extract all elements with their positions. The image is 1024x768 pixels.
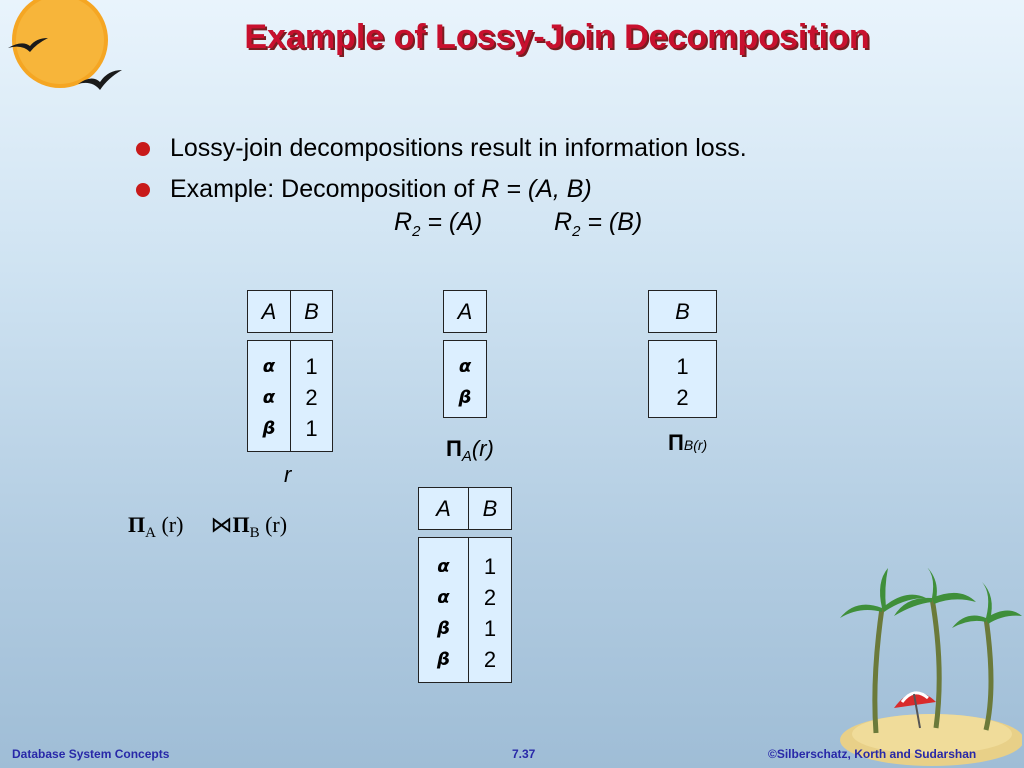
schema-r2a-name: R — [394, 208, 413, 236]
pi-subscript: A — [461, 448, 472, 465]
table-cell: α — [458, 356, 472, 377]
schema-r2b-def: = (B) — [580, 208, 643, 236]
footer-page-number: 7.37 — [512, 747, 536, 761]
footer-left: Database System Concepts — [12, 747, 170, 761]
schema-r2a-def: = (A) — [420, 208, 483, 236]
relation-pib-header: B — [648, 290, 717, 333]
table-cell: α — [262, 387, 276, 408]
relation-join-header-b: B — [467, 488, 511, 529]
table-cell: 1 — [305, 416, 318, 441]
relation-join-col-a: α α β β — [419, 538, 468, 682]
table-cell: β — [458, 387, 472, 408]
schema-r2a-sub: 2 — [412, 223, 421, 240]
schema-r-name: R — [481, 175, 500, 203]
schema-r2b-name: R — [554, 208, 573, 236]
sun-birds-decoration — [8, 0, 122, 90]
pi-argument: (r) — [471, 436, 494, 461]
pi-symbol: Π — [128, 512, 146, 537]
table-cell: β — [437, 649, 450, 670]
relation-pia-caption: ΠA(r) — [446, 436, 494, 465]
table-cell: 2 — [305, 385, 318, 410]
table-cell: α — [262, 356, 276, 377]
bullet-1-text: Lossy-join decompositions result in info… — [170, 134, 747, 162]
bullet-2-dot — [136, 183, 150, 197]
schema-r2b: R2 = (B) — [554, 208, 642, 240]
relation-r-col-a: α α β — [248, 341, 290, 451]
relation-pib-caption: ΠB(r) — [668, 430, 707, 456]
relation-join-header-a: A — [436, 496, 451, 521]
pi-subscript: A — [145, 525, 156, 541]
palm-island-decoration — [840, 568, 1022, 766]
table-cell: 2 — [676, 385, 689, 410]
pi-subscript: B(r) — [683, 437, 708, 453]
relation-pia-body: α β — [443, 340, 487, 418]
schema-r-def: = (A, B) — [499, 175, 592, 203]
table-cell: β — [437, 618, 450, 639]
bullet-2-text: Example: Decomposition of R = (A, B) — [170, 175, 592, 204]
relation-pib-body: 1 2 — [648, 340, 717, 418]
bullet-2-label: Example: Decomposition of — [170, 175, 475, 203]
relation-r-header-b: B — [289, 291, 332, 332]
relation-join-header: A B — [418, 487, 512, 530]
table-cell: 1 — [483, 616, 497, 641]
table-cell: β — [262, 418, 276, 439]
relation-r-body: α α β 1 2 1 — [247, 340, 333, 452]
table-cell: α — [437, 587, 450, 608]
join-expression: ΠA (r) ⋈ΠB (r) — [128, 512, 287, 542]
pi-symbol: Π — [446, 436, 462, 461]
schema-r2b-sub: 2 — [572, 223, 581, 240]
relation-r-caption: r — [284, 462, 292, 487]
slide-title: Example of Lossy-Join Decomposition — [244, 18, 870, 56]
table-cell: 1 — [305, 354, 318, 379]
relation-r-col-b: 1 2 1 — [289, 341, 332, 451]
pi-argument: (r) — [259, 512, 288, 537]
relation-r-header-a: A — [261, 299, 277, 324]
relation-join-col-b: 1 2 1 2 — [467, 538, 511, 682]
table-cell: 1 — [676, 354, 689, 379]
pi-symbol: Π — [668, 430, 684, 455]
pi-subscript: B — [249, 525, 260, 541]
pi-argument: (r) — [155, 512, 184, 537]
bullet-1-dot — [136, 142, 150, 156]
table-cell: 2 — [483, 585, 497, 610]
pi-symbol: Π — [232, 512, 250, 537]
table-cell: 1 — [483, 554, 497, 579]
table-cell: 2 — [483, 647, 497, 672]
relation-r-header: A B — [247, 290, 333, 333]
relation-pia-header: A — [443, 290, 487, 333]
natural-join-icon: ⋈ — [210, 512, 233, 537]
schema-r: R = (A, B) — [481, 175, 591, 203]
schema-r2a: R2 = (A) — [394, 208, 482, 240]
footer-right: ©Silberschatz, Korth and Sudarshan — [768, 747, 977, 761]
table-cell: α — [437, 556, 450, 577]
relation-join-body: α α β β 1 2 1 2 — [418, 537, 512, 683]
